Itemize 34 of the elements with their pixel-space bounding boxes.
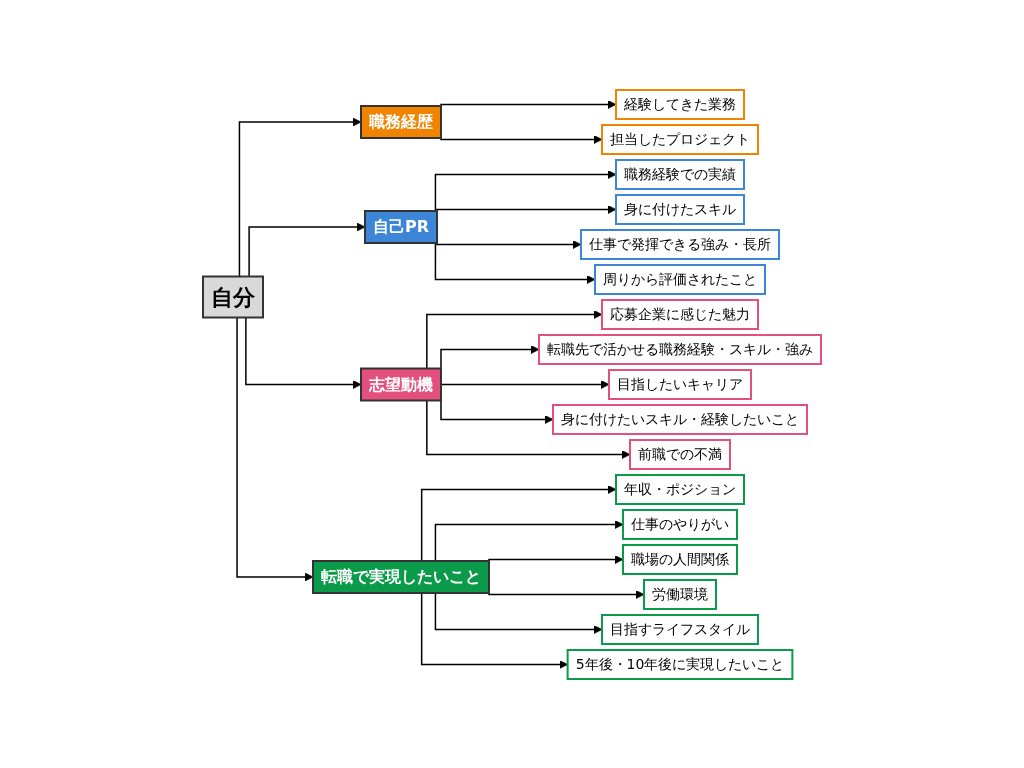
arrow — [434, 241, 596, 284]
node-box: 仕事のやりがい — [622, 508, 738, 540]
node-box: 職務経験での実績 — [615, 158, 745, 190]
node-box: 転職で実現したいこと — [312, 559, 490, 594]
arrow — [434, 591, 603, 634]
arrow — [488, 554, 624, 564]
node-box: 仕事で発揮できる強み・長所 — [580, 228, 780, 260]
arrow — [245, 316, 362, 389]
arrow — [426, 309, 603, 369]
node-box: 職場の人間関係 — [622, 543, 738, 575]
node-box: 職務経歴 — [360, 104, 442, 139]
node-box: 転職先で活かせる職務経験・スキル・強み — [538, 333, 822, 365]
arrow — [236, 316, 314, 581]
arrow — [434, 519, 624, 562]
arrow — [238, 117, 362, 277]
node-box: 担当したプロジェクト — [601, 123, 759, 155]
node-box: 自己PR — [364, 209, 438, 244]
node-box: 経験してきた業務 — [615, 88, 745, 120]
node-box: 労働環境 — [643, 578, 717, 610]
node-box: 周りから評価されたこと — [594, 263, 766, 295]
node-box: 応募企業に感じた魅力 — [601, 298, 759, 330]
node-box: 5年後・10年後に実現したいこと — [566, 648, 794, 680]
node-box: 身に付けたスキル — [615, 193, 745, 225]
arrow — [434, 169, 617, 212]
node-box: 目指したいキャリア — [608, 368, 752, 400]
arrow — [426, 399, 631, 459]
node-box: 自分 — [202, 275, 264, 318]
node-box: 身に付けたいスキル・経験したいこと — [552, 403, 808, 435]
arrow — [420, 484, 617, 562]
arrow — [488, 589, 645, 599]
node-box: 志望動機 — [360, 367, 442, 401]
node-box: 目指すライフスタイル — [601, 613, 759, 645]
node-box: 年収・ポジション — [615, 473, 745, 505]
node-box: 前職での不満 — [629, 438, 731, 470]
